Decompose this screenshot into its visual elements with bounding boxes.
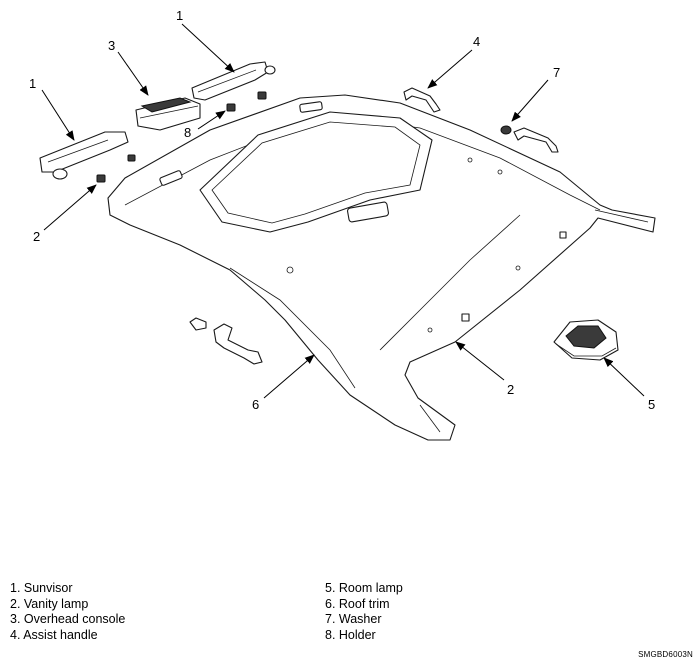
callout-sunvisor-right: 1 <box>176 8 184 23</box>
legend-item-room-lamp: 5. Room lamp <box>325 581 403 595</box>
callout-washer: 7 <box>553 65 561 80</box>
overhead-console <box>135 97 201 131</box>
legend-item-washer: 7. Washer <box>325 612 382 626</box>
holder-clips <box>96 91 267 183</box>
roof-trim-panel <box>107 94 656 441</box>
callout-vanity-lamp: 2 <box>33 229 41 244</box>
roof-trim-exploded-diagram <box>39 23 656 441</box>
legend-item-holder: 8. Holder <box>325 627 376 642</box>
callout-assist-handle: 4 <box>473 34 481 49</box>
callout-overhead-console: 3 <box>108 38 116 53</box>
legend-item-assist-handle: 4. Assist handle <box>10 627 98 642</box>
sunvisor-right <box>191 61 276 101</box>
callout-sunvisor-left: 1 <box>29 76 37 91</box>
legend-item-overhead-console: 3. Overhead console <box>10 612 126 626</box>
room-lamp <box>553 319 619 361</box>
assist-handle-top <box>403 87 441 113</box>
legend-left-column: 1. Sunvisor 2. Vanity lamp 3. Overhead c… <box>10 581 125 643</box>
legend-item-vanity-lamp: 2. Vanity lamp <box>10 596 89 611</box>
assist-handle-right <box>500 125 559 153</box>
callout-holder: 8 <box>184 125 192 140</box>
legend-right-column: 5. Room lamp 6. Roof trim 7. Washer 8. H… <box>325 581 403 643</box>
assist-handle-bottom <box>189 317 263 365</box>
callout-room-lamp: 5 <box>648 397 656 412</box>
legend-item-sunvisor: 1. Sunvisor <box>10 581 73 595</box>
sunvisor-left <box>39 131 129 180</box>
figure-code: SMGBD6003N <box>638 650 693 659</box>
callout-vanity-lamp-trim: 2 <box>507 382 515 397</box>
callout-roof-trim: 6 <box>252 397 260 412</box>
sunroof-opening <box>199 111 433 233</box>
leader-lines <box>41 23 645 399</box>
legend-item-roof-trim: 6. Roof trim <box>325 596 390 611</box>
